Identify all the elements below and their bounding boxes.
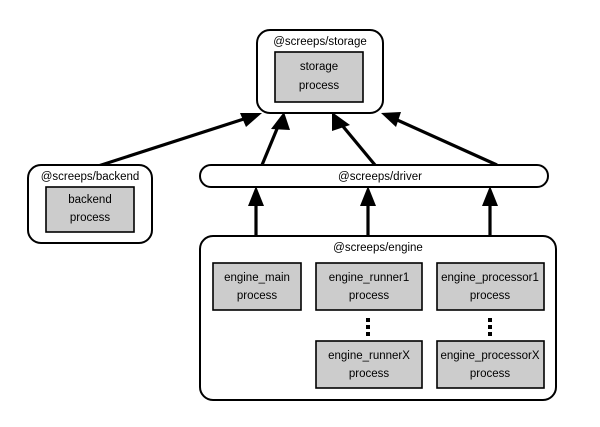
package-storage[interactable]: @screeps/storage storage process — [256, 29, 384, 114]
edge-driver-right-to-storage — [381, 112, 498, 167]
runner-ellipsis-icon — [366, 318, 370, 336]
process-engine-processor1-outline — [436, 262, 545, 311]
process-engine-runner1-line2: process — [349, 290, 390, 302]
edge-backend-to-storage — [91, 113, 262, 170]
package-driver-outline — [199, 164, 549, 188]
process-engine-processorx-line1: engine_processorX — [440, 350, 539, 362]
process-engine-processorx[interactable]: engine_processorX process — [436, 340, 545, 389]
edge-engine-runner-to-driver — [360, 186, 376, 236]
process-backend-line1: backend — [68, 194, 111, 206]
process-engine-processorx-outline — [436, 340, 545, 389]
process-engine-runner1-outline — [315, 262, 423, 311]
process-engine-processorx-line2: process — [470, 368, 511, 380]
package-storage-label: @screeps/storage — [273, 36, 367, 48]
process-storage[interactable]: storage process — [274, 51, 364, 103]
package-driver-label: @screeps/driver — [338, 171, 422, 183]
edge-driver-left-to-storage — [260, 112, 290, 166]
package-engine[interactable]: @screeps/engine engine_main process engi… — [199, 235, 557, 401]
process-backend[interactable]: backend process — [45, 186, 135, 233]
package-backend-label: @screeps/backend — [41, 171, 140, 183]
edge-driver-mid-to-storage — [332, 112, 377, 167]
edge-layer — [91, 112, 498, 236]
package-driver[interactable]: @screeps/driver — [199, 164, 549, 188]
process-engine-runnerx-line2: process — [349, 368, 390, 380]
process-engine-runnerx-outline — [315, 340, 423, 389]
process-engine-runnerx[interactable]: engine_runnerX process — [315, 340, 423, 389]
package-engine-label: @screeps/engine — [333, 242, 423, 254]
edge-engine-main-to-driver — [248, 186, 264, 236]
process-engine-main-line2: process — [237, 290, 278, 302]
edge-engine-processor-to-driver — [482, 186, 498, 236]
process-engine-runnerx-line1: engine_runnerX — [328, 350, 410, 362]
process-storage-line1: storage — [300, 61, 338, 73]
processor-ellipsis-icon — [488, 318, 492, 336]
process-engine-processor1-line2: process — [470, 290, 511, 302]
process-engine-processor1[interactable]: engine_processor1 process — [436, 262, 545, 311]
process-backend-outline — [45, 186, 135, 233]
process-engine-runner1-line1: engine_runner1 — [329, 272, 410, 284]
process-storage-outline — [274, 51, 364, 103]
process-backend-line2: process — [70, 212, 111, 224]
process-engine-main[interactable]: engine_main process — [212, 262, 302, 311]
process-storage-line2: process — [299, 80, 340, 92]
process-engine-runner1[interactable]: engine_runner1 process — [315, 262, 423, 311]
process-engine-main-line1: engine_main — [224, 272, 290, 284]
process-engine-main-outline — [212, 262, 302, 311]
package-backend[interactable]: @screeps/backend backend process — [27, 164, 153, 244]
process-engine-processor1-line1: engine_processor1 — [441, 272, 539, 284]
